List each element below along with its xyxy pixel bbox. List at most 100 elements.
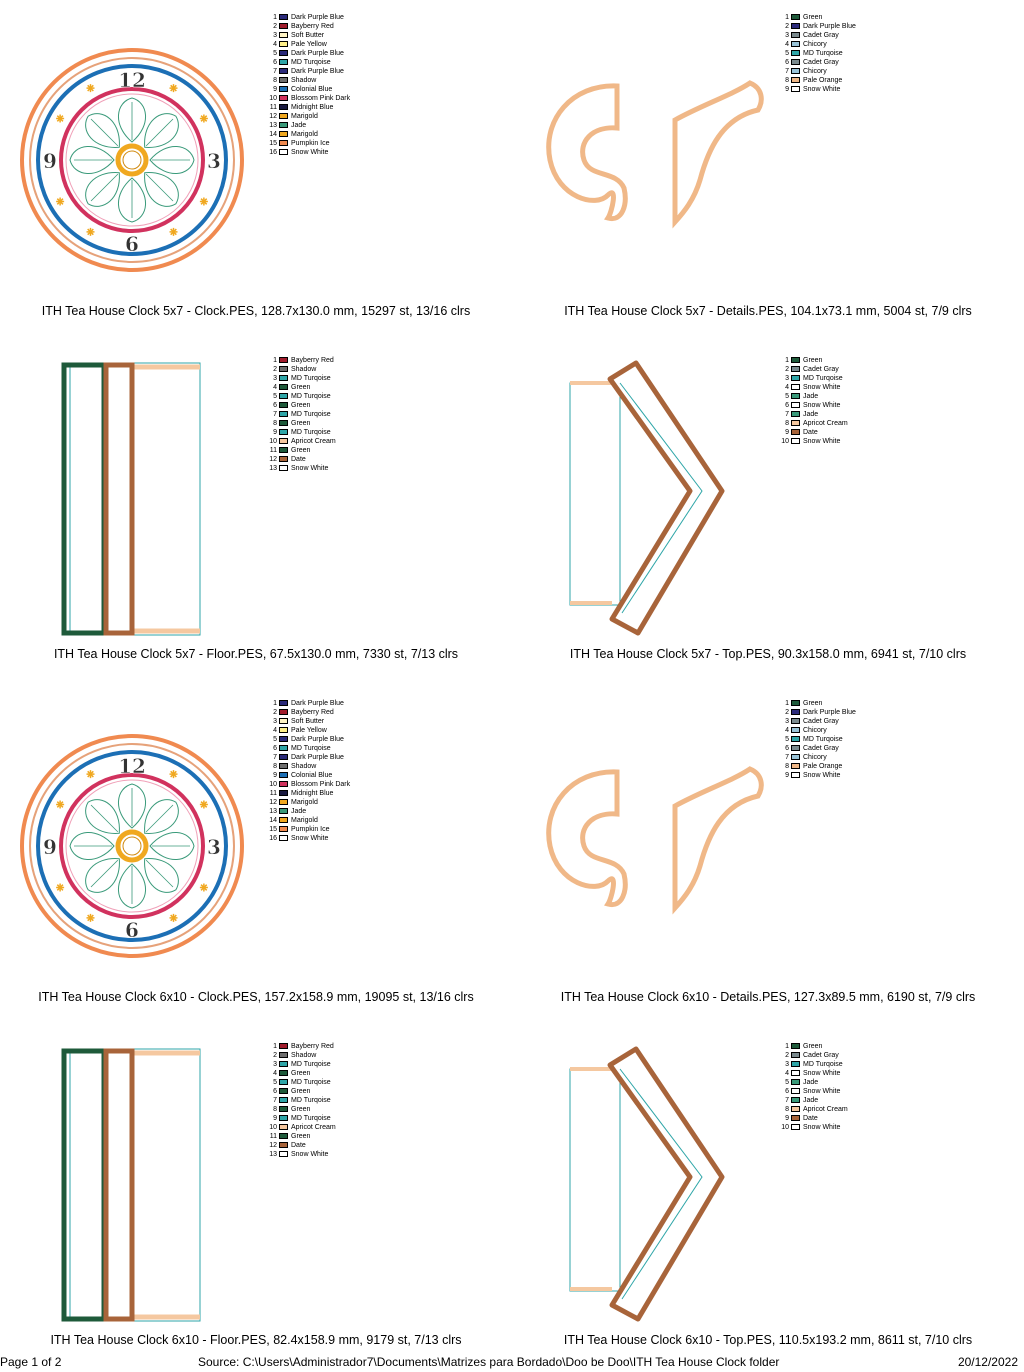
legend-color-name: Marigold bbox=[291, 131, 318, 138]
legend-number: 10 bbox=[269, 1124, 277, 1131]
hour-marker bbox=[199, 883, 208, 892]
legend-color-name: Green bbox=[803, 700, 823, 707]
legend-number: 14 bbox=[269, 131, 277, 138]
legend-color-name: Cadet Gray bbox=[803, 1052, 839, 1059]
legend-color-name: MD Turqoise bbox=[291, 1097, 331, 1104]
legend-swatch bbox=[791, 32, 800, 38]
detail-wedge bbox=[672, 766, 764, 915]
legend-color-name: Green bbox=[291, 420, 311, 427]
legend-color-name: Snow White bbox=[291, 835, 329, 842]
legend-number: 12 bbox=[269, 456, 277, 463]
leaf bbox=[144, 172, 179, 207]
legend-number: 8 bbox=[785, 1106, 789, 1113]
marker-ray bbox=[170, 84, 177, 92]
legend-color-name: Dark Purple Blue bbox=[803, 709, 856, 716]
legend-number: 16 bbox=[269, 835, 277, 842]
legend-swatch bbox=[279, 799, 288, 805]
legend-color-name: Snow White bbox=[803, 86, 841, 93]
legend-number: 7 bbox=[785, 411, 789, 418]
legend-color-name: Snow White bbox=[803, 402, 841, 409]
legend-color-name: Cadet Gray bbox=[803, 745, 839, 752]
design-preview-svg bbox=[61, 1048, 201, 1322]
legend-color-name: Date bbox=[803, 1115, 818, 1122]
outer-ring-inner bbox=[29, 57, 235, 263]
legend-swatch bbox=[279, 808, 288, 814]
design-caption: ITH Tea House Clock 5x7 - Details.PES, 1… bbox=[564, 304, 972, 318]
legend-color-name: Green bbox=[803, 357, 823, 364]
legend-color-name: Chicory bbox=[803, 68, 827, 75]
legend-color-name: Dark Purple Blue bbox=[291, 736, 344, 743]
leaf bbox=[69, 832, 115, 860]
legend-color-name: Midnight Blue bbox=[291, 104, 334, 111]
leaf bbox=[144, 858, 179, 893]
legend-swatch bbox=[791, 393, 800, 399]
legend-swatch bbox=[791, 411, 800, 417]
marker-ray bbox=[87, 228, 94, 236]
legend-color-name: Cadet Gray bbox=[803, 32, 839, 39]
legend-swatch bbox=[279, 411, 288, 417]
legend-color-name: Bayberry Red bbox=[291, 1043, 334, 1050]
leaf bbox=[85, 113, 120, 148]
legend-number: 8 bbox=[785, 77, 789, 84]
clock-numeral: 12 bbox=[118, 68, 146, 92]
legend-number: 14 bbox=[269, 817, 277, 824]
legend-swatch bbox=[791, 754, 800, 760]
legend-swatch bbox=[791, 1088, 800, 1094]
legend-number: 7 bbox=[273, 68, 277, 75]
hour-marker bbox=[169, 84, 178, 93]
leaf bbox=[118, 783, 146, 829]
hour-marker bbox=[169, 913, 178, 922]
legend-number: 11 bbox=[269, 447, 277, 454]
legend-number: 12 bbox=[269, 799, 277, 806]
legend-swatch bbox=[279, 1151, 288, 1157]
clock-numeral: 3 bbox=[207, 149, 221, 173]
legend-color-name: Blossom Pink Dark bbox=[291, 95, 351, 102]
legend-swatch bbox=[791, 384, 800, 390]
legend-color-name: Dark Purple Blue bbox=[291, 68, 344, 75]
leaf-vein bbox=[90, 118, 119, 147]
legend-swatch bbox=[279, 790, 288, 796]
legend-swatch bbox=[279, 357, 288, 363]
legend-swatch bbox=[791, 77, 800, 83]
blue-ring bbox=[36, 64, 228, 256]
top-chevron bbox=[607, 360, 725, 636]
leaf bbox=[144, 113, 179, 148]
legend-color-name: Pale Orange bbox=[803, 77, 843, 84]
marker-ray bbox=[56, 884, 64, 891]
legend-color-name: Pale Yellow bbox=[291, 41, 327, 48]
leaf-vein bbox=[90, 859, 119, 888]
legend-swatch bbox=[279, 1097, 288, 1103]
design-preview bbox=[512, 343, 772, 648]
design-caption: ITH Tea House Clock 5x7 - Clock.PES, 128… bbox=[41, 304, 471, 318]
legend-number: 15 bbox=[269, 826, 277, 833]
legend-swatch bbox=[791, 1124, 800, 1130]
legend-swatch bbox=[279, 1088, 288, 1094]
legend-number: 4 bbox=[785, 727, 789, 734]
legend-swatch bbox=[279, 736, 288, 742]
legend-number: 7 bbox=[273, 754, 277, 761]
hour-marker bbox=[86, 770, 95, 779]
design-caption: ITH Tea House Clock 6x10 - Top.PES, 110.… bbox=[563, 1333, 973, 1347]
design-preview bbox=[512, 0, 772, 305]
leaf-vein bbox=[145, 173, 174, 202]
legend-color-name: Pumpkin Ice bbox=[291, 140, 330, 147]
design-preview-svg bbox=[569, 1046, 725, 1322]
legend-number: 1 bbox=[785, 14, 789, 21]
clock-numeral: 6 bbox=[125, 232, 139, 256]
legend-color-name: Green bbox=[291, 1070, 311, 1077]
marker-ray bbox=[200, 115, 208, 122]
legend-color-name: Shadow bbox=[291, 763, 317, 770]
legend-swatch bbox=[279, 763, 288, 769]
legend-color-name: Marigold bbox=[291, 113, 318, 120]
legend-color-name: Green bbox=[803, 1043, 823, 1050]
legend-swatch bbox=[279, 1070, 288, 1076]
legend-number: 9 bbox=[785, 86, 789, 93]
legend-swatch bbox=[791, 700, 800, 706]
marker-ray bbox=[200, 884, 208, 891]
